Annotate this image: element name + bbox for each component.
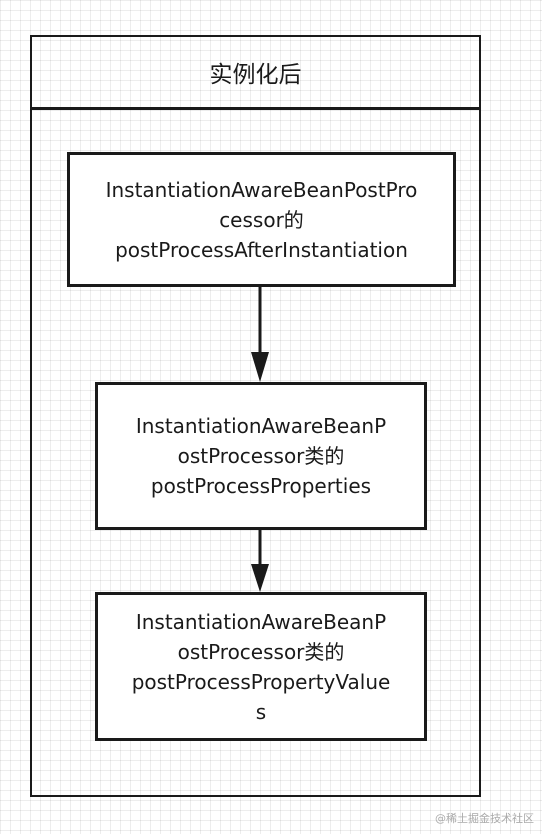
step-3-label: InstantiationAwareBeanP ostProcessor类的 p… <box>131 609 391 724</box>
step-box-process-property-values: InstantiationAwareBeanP ostProcessor类的 p… <box>95 592 427 741</box>
outer-container: 实例化后 <box>30 35 481 797</box>
step-box-after-instantiation: InstantiationAwareBeanPostPro cessor的 po… <box>67 152 456 287</box>
container-header: 实例化后 <box>32 37 479 110</box>
step-1-label: InstantiationAwareBeanPostPro cessor的 po… <box>105 177 418 262</box>
watermark: @稀土掘金技术社区 <box>435 812 534 825</box>
header-title: 实例化后 <box>209 62 302 88</box>
step-box-process-properties: InstantiationAwareBeanP ostProcessor类的 p… <box>95 382 427 530</box>
step-2-label: InstantiationAwareBeanP ostProcessor类的 p… <box>135 414 387 498</box>
